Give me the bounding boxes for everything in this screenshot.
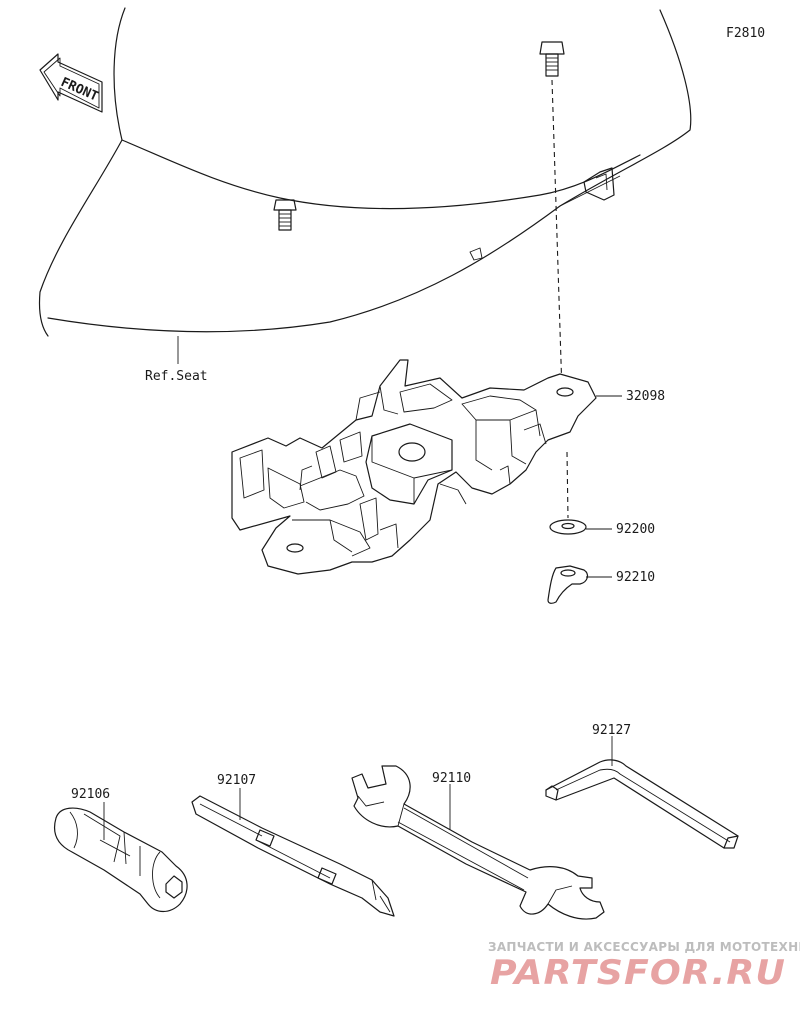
wing-nut-icon <box>547 565 612 604</box>
figure-code: F2810 <box>726 26 765 41</box>
label-92200: 92200 <box>616 522 655 537</box>
label-92110: 92110 <box>432 771 471 786</box>
assembly-axis-bottom <box>566 451 569 519</box>
label-92210: 92210 <box>616 570 655 585</box>
hex-key-icon <box>545 736 739 849</box>
watermark: ЗАПЧАСТИ И АКСЕССУАРЫ ДЛЯ МОТОТЕХНИКИ PA… <box>488 940 800 993</box>
seat-bolt-left-icon <box>273 199 297 231</box>
assembly-axis-top <box>551 79 563 393</box>
screwdriver-icon <box>191 788 395 917</box>
label-92127: 92127 <box>592 723 631 738</box>
label-92106: 92106 <box>71 787 110 802</box>
watermark-brand: PARTSFOR.RU <box>490 953 786 993</box>
washer-icon <box>549 519 612 535</box>
seat-outline <box>38 7 692 364</box>
seat-bolt-right-icon <box>539 41 565 77</box>
front-label: FRONT <box>58 75 100 105</box>
watermark-tagline: ЗАПЧАСТИ И АКСЕССУАРЫ ДЛЯ МОТОТЕХНИКИ <box>488 940 800 954</box>
front-arrow-icon: FRONT <box>39 53 103 113</box>
ref-seat-label: Ref.Seat <box>145 369 208 384</box>
label-32098: 32098 <box>626 389 665 404</box>
open-end-wrench-icon <box>351 765 605 920</box>
label-92107: 92107 <box>217 773 256 788</box>
tool-tray <box>231 359 622 575</box>
spark-plug-wrench-icon <box>53 802 188 913</box>
